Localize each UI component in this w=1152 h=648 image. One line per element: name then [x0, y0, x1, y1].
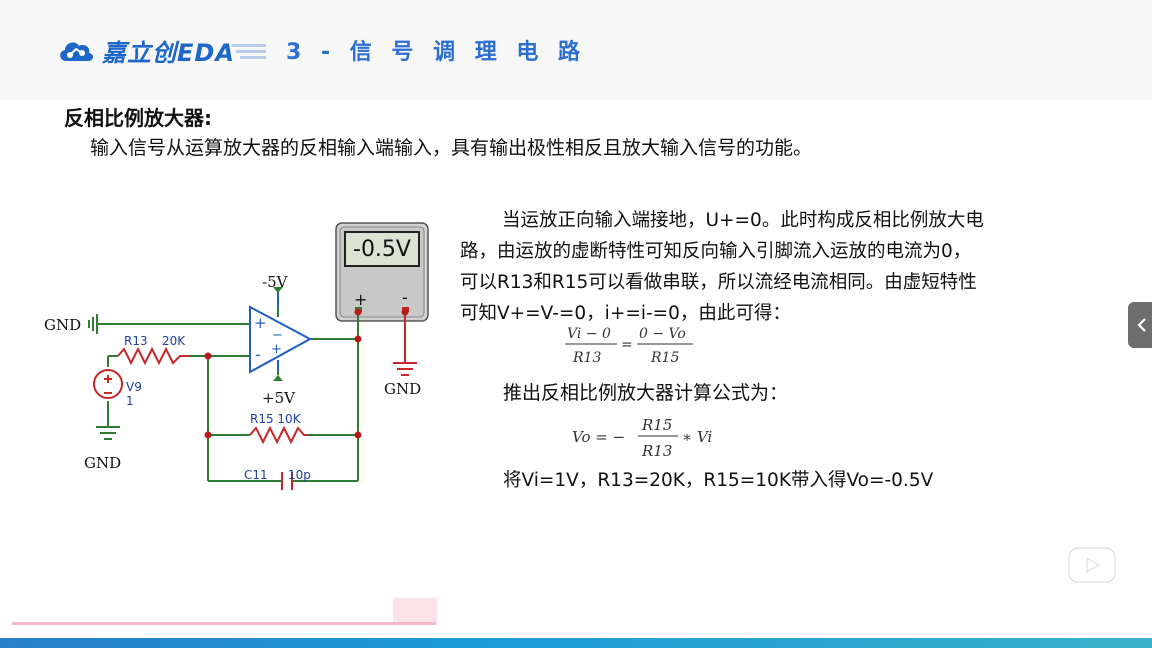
- junction-nodes: [204, 308, 409, 439]
- decorative-pink-box: [393, 598, 437, 624]
- formula2-rhs: ∗ Vi: [682, 428, 713, 446]
- neg-supply-label: -5V: [262, 273, 289, 291]
- meter-minus-label: -: [402, 288, 408, 307]
- opamp-plus: +: [254, 314, 267, 332]
- explanation-line: 当运放正向输入端接地，U+=0。此时构成反相比例放大电: [502, 210, 984, 231]
- brand-logo: 嘉立创EDA: [56, 30, 235, 70]
- r13-value: 20K: [162, 334, 186, 348]
- meter-plus-label: +: [354, 290, 367, 309]
- video-progress-bar[interactable]: [0, 638, 1152, 648]
- formula1-right-den: R15: [650, 350, 679, 366]
- formula2-den: R13: [641, 442, 672, 460]
- gnd-label-left: GND: [44, 316, 81, 334]
- formula-gain: Vo = − R15 R13 ∗ Vi: [572, 416, 713, 460]
- chevron-left-icon: [1137, 318, 1146, 332]
- gnd-label-right: GND: [384, 380, 421, 398]
- c11-name: C11: [244, 468, 268, 482]
- bilibili-tv-icon[interactable]: [1066, 538, 1118, 586]
- red-wires: [93, 312, 417, 490]
- decorative-stripes: [232, 44, 266, 59]
- pos-supply-label: +5V: [262, 389, 296, 407]
- page-title: 3 - 信 号 调 理 电 路: [286, 40, 587, 65]
- derive-text: 推出反相比例放大器计算公式为：: [503, 382, 789, 404]
- opamp-symbol: + - − +: [249, 288, 313, 374]
- section-heading: 反相比例放大器:: [64, 106, 212, 130]
- source-name: V9: [126, 380, 142, 394]
- formula1-right-num: 0 − Vo: [639, 326, 686, 342]
- opamp-minus: -: [255, 345, 261, 364]
- formula1-left-den: R13: [572, 350, 601, 366]
- r15-label: R15 10K: [250, 412, 302, 426]
- pos-supply-arrow: [273, 375, 283, 381]
- neg-supply-arrow: [273, 287, 283, 293]
- cloud-logo-icon: [60, 42, 94, 61]
- explanation-line: 可以R13和R15可以看做串联，所以流经电流相同。由虚短特性: [460, 272, 977, 293]
- c11-value: 10p: [288, 468, 311, 482]
- svg-text:+: +: [271, 342, 282, 357]
- intro-text: 输入信号从运算放大器的反相输入端输入，具有输出极性相反且放大输入信号的功能。: [90, 137, 813, 159]
- r13-name: R13: [124, 334, 148, 348]
- formula2-lhs: Vo = −: [572, 428, 625, 446]
- explanation-line: 可知V+=V-=0，i+=i-=0，由此可得：: [460, 303, 791, 324]
- decorative-pink-line: [12, 622, 436, 625]
- formula1-left-num: Vi − 0: [567, 326, 611, 342]
- gnd-label-bottom: GND: [84, 454, 121, 472]
- source-value: 1: [126, 394, 134, 408]
- svg-text:−: −: [272, 328, 283, 343]
- formula2-num: R15: [641, 416, 672, 434]
- explanation-line: 路，由运放的虚断特性可知反向输入引脚流入运放的电流为0，: [460, 241, 972, 262]
- explanation-text: 当运放正向输入端接地，U+=0。此时构成反相比例放大电 路，由运放的虚断特性可知…: [460, 205, 1120, 329]
- logo-text: 嘉立创EDA: [102, 38, 235, 67]
- formula1-equals: =: [621, 337, 633, 353]
- meter-display: -0.5V: [344, 231, 420, 267]
- result-text: 将Vi=1V，R13=20K，R15=10K带入得Vo=-0.5V: [503, 470, 934, 491]
- formula-current-equality: Vi − 0 R13 = 0 − Vo R15: [565, 326, 693, 366]
- header-bar: 嘉立创EDA 3 - 信 号 调 理 电 路: [0, 0, 1152, 100]
- side-panel-toggle[interactable]: [1128, 302, 1152, 348]
